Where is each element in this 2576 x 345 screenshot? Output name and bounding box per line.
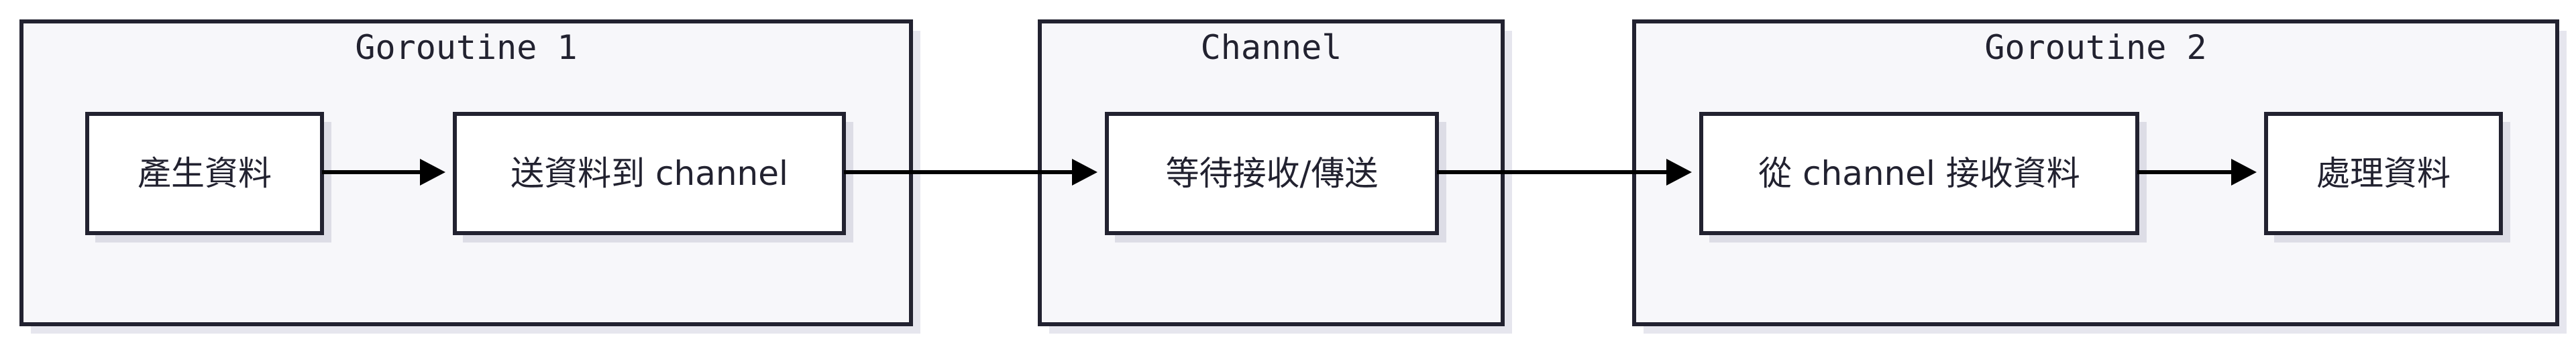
node-label-produce-data: 產生資料	[138, 154, 272, 193]
cluster-title-channel: Channel	[1201, 28, 1342, 67]
node-label-process-data: 處理資料	[2316, 154, 2451, 193]
node-receive-from-channel: 從 channel 接收資料	[1699, 112, 2147, 243]
edge-wait-to-receive	[1437, 159, 1692, 186]
node-send-to-channel: 送資料到 channel	[453, 112, 853, 243]
node-label-wait-send-receive: 等待接收/傳送	[1166, 154, 1379, 193]
arrowhead-icon	[1666, 159, 1692, 186]
edge-send-to-wait	[844, 159, 1097, 186]
node-wait-send-receive: 等待接收/傳送	[1105, 112, 1446, 243]
node-label-send-to-channel: 送資料到 channel	[511, 154, 788, 193]
node-process-data: 處理資料	[2264, 112, 2510, 243]
arrowhead-icon	[420, 159, 445, 186]
cluster-title-goroutine-1: Goroutine 1	[355, 28, 577, 67]
arrowhead-icon	[2231, 159, 2257, 186]
cluster-title-goroutine-2: Goroutine 2	[1984, 28, 2206, 67]
node-produce-data: 產生資料	[85, 112, 331, 243]
node-label-receive-from-channel: 從 channel 接收資料	[1758, 154, 2080, 193]
edge-produce-to-send	[322, 159, 445, 186]
edge-receive-to-process	[2137, 159, 2257, 186]
arrowhead-icon	[1072, 159, 1097, 186]
